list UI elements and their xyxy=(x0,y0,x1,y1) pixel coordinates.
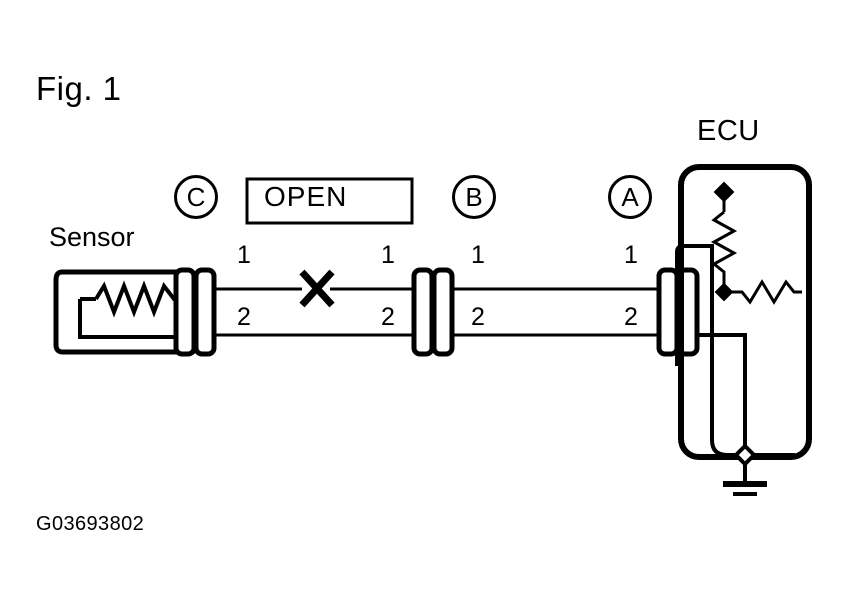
connector-a-block-left xyxy=(656,267,680,357)
connector-c-block-left xyxy=(173,267,197,357)
pin-label-a-2: 2 xyxy=(624,303,638,331)
ecu-internal-circuit xyxy=(710,181,802,496)
ecu-label: ECU xyxy=(697,115,760,147)
open-fault-label: OPEN xyxy=(264,181,348,212)
sensor-shell-left xyxy=(53,269,196,355)
wire-2-into-ecu-ground xyxy=(697,333,747,455)
pin-label-b-left-2: 2 xyxy=(381,303,395,331)
pin-label-c-1: 1 xyxy=(237,241,251,269)
open-fault-callout-box xyxy=(245,177,414,225)
pin-label-b-right-2: 2 xyxy=(471,303,485,331)
connector-marker-a: A xyxy=(608,175,652,219)
open-fault-stroke-b xyxy=(299,269,335,308)
wire-1-harness xyxy=(214,244,714,366)
connector-b-block-left xyxy=(411,267,435,357)
connector-c-block-right xyxy=(193,267,217,357)
connector-marker-b: B xyxy=(452,175,496,219)
ecu-pullup-resistor-zigzag xyxy=(710,210,738,290)
ecu-ground-bus-left xyxy=(710,292,745,457)
connector-marker-c: C xyxy=(174,175,218,219)
pin-label-c-2: 2 xyxy=(237,303,251,331)
sensor-inner-frame xyxy=(78,299,186,339)
connector-b-block-right xyxy=(431,267,455,357)
ecu-series-resistor-zigzag xyxy=(732,279,802,305)
sensor-body xyxy=(53,269,196,355)
figure-caption: Fig. 1 xyxy=(36,70,122,107)
figure-id-code: G03693802 xyxy=(36,513,145,535)
sensor-label: Sensor xyxy=(49,222,135,252)
connector-b xyxy=(411,267,455,357)
connector-c xyxy=(173,267,217,357)
ecu-ground-junction-node xyxy=(733,443,757,467)
pin-label-a-1: 1 xyxy=(624,241,638,269)
pin-label-b-right-1: 1 xyxy=(471,241,485,269)
open-fault-x-icon xyxy=(299,269,335,308)
pin-label-b-left-1: 1 xyxy=(381,241,395,269)
sensor-resistor-zigzag xyxy=(94,280,186,318)
ecu-supply-diamond-node xyxy=(713,181,735,203)
ecu-signal-junction-node xyxy=(714,282,734,302)
